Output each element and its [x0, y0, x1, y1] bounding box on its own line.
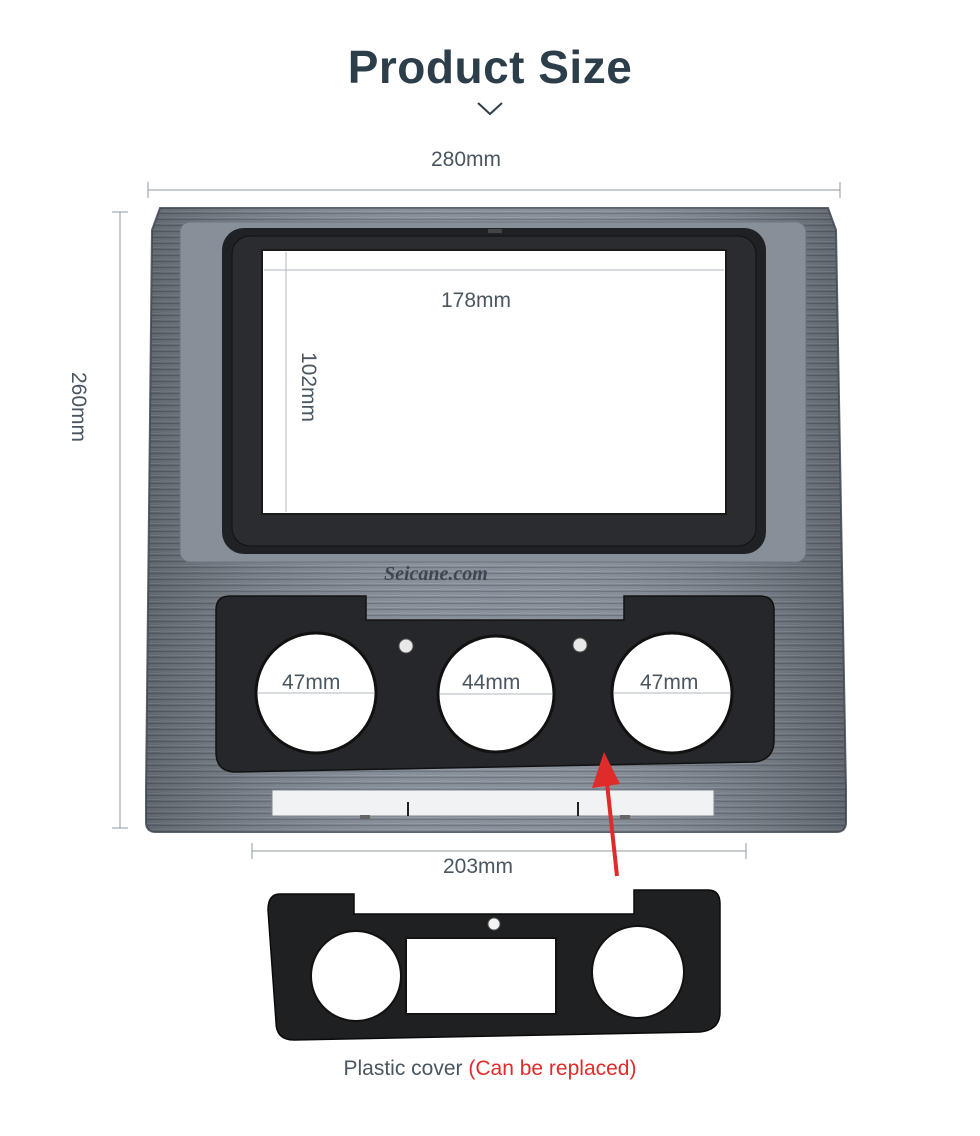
screen-width-label: 178mm: [441, 289, 512, 312]
plastic-cover: [267, 889, 721, 1041]
knob-right-label: 47mm: [640, 671, 699, 694]
panel-width-dimension-line: [251, 843, 747, 859]
overall-height-label: 260mm: [67, 372, 90, 443]
panel-width-label: 203mm: [443, 855, 514, 878]
screen-opening: [261, 249, 727, 515]
overall-height-dimension-line: [112, 211, 128, 829]
knob-center-label: 44mm: [462, 671, 521, 694]
bottom-slot: [271, 789, 715, 817]
red-arrow-icon: [592, 752, 620, 877]
caption-text: Plastic cover: [343, 1057, 463, 1080]
overall-width-dimension-line: [147, 182, 841, 198]
page-title: Product Size: [347, 41, 633, 93]
screen-height-label: 102mm: [297, 352, 320, 423]
watermark-text: Seicane.com: [384, 563, 488, 585]
screw-hole-right: [572, 637, 588, 653]
screw-hole-left: [398, 638, 414, 654]
caption-note: (Can be replaced): [468, 1057, 637, 1080]
cover-caption: Plastic cover (Can be replaced): [0, 1057, 980, 1081]
chevron-down-icon: [477, 102, 503, 116]
knob-left-label: 47mm: [282, 671, 341, 694]
radio-frame: [145, 207, 847, 833]
overall-width-label: 280mm: [431, 148, 502, 171]
